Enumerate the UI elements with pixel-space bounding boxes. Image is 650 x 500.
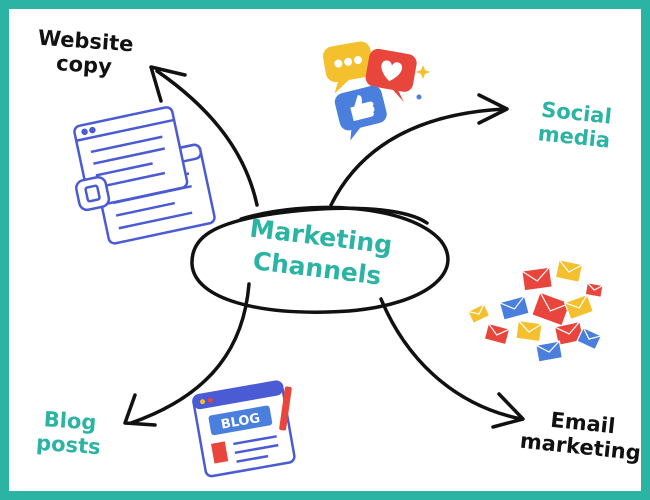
blog-sign-text: BLOG — [220, 411, 261, 433]
arrow-to-website — [155, 69, 259, 207]
blog-icon: BLOG — [192, 380, 296, 478]
arrowhead-social — [477, 93, 509, 125]
mind-map-canvas: BLOG — [73, 41, 604, 478]
webpage-icon — [73, 106, 216, 245]
arrow-to-email — [379, 297, 523, 421]
arrowhead-email — [491, 392, 525, 429]
arrowhead-website — [149, 65, 187, 103]
arrow-to-blog — [129, 282, 251, 425]
arrowhead-blog — [123, 393, 157, 427]
label-website-copy: Website copy — [37, 25, 135, 79]
label-blog-posts: Blog posts — [35, 407, 102, 460]
label-social-media: Social media — [536, 97, 613, 153]
social-bubbles-icon — [322, 41, 430, 141]
center-ellipse — [190, 205, 450, 314]
arrow-to-social — [329, 107, 506, 207]
envelopes-icon — [467, 258, 604, 363]
